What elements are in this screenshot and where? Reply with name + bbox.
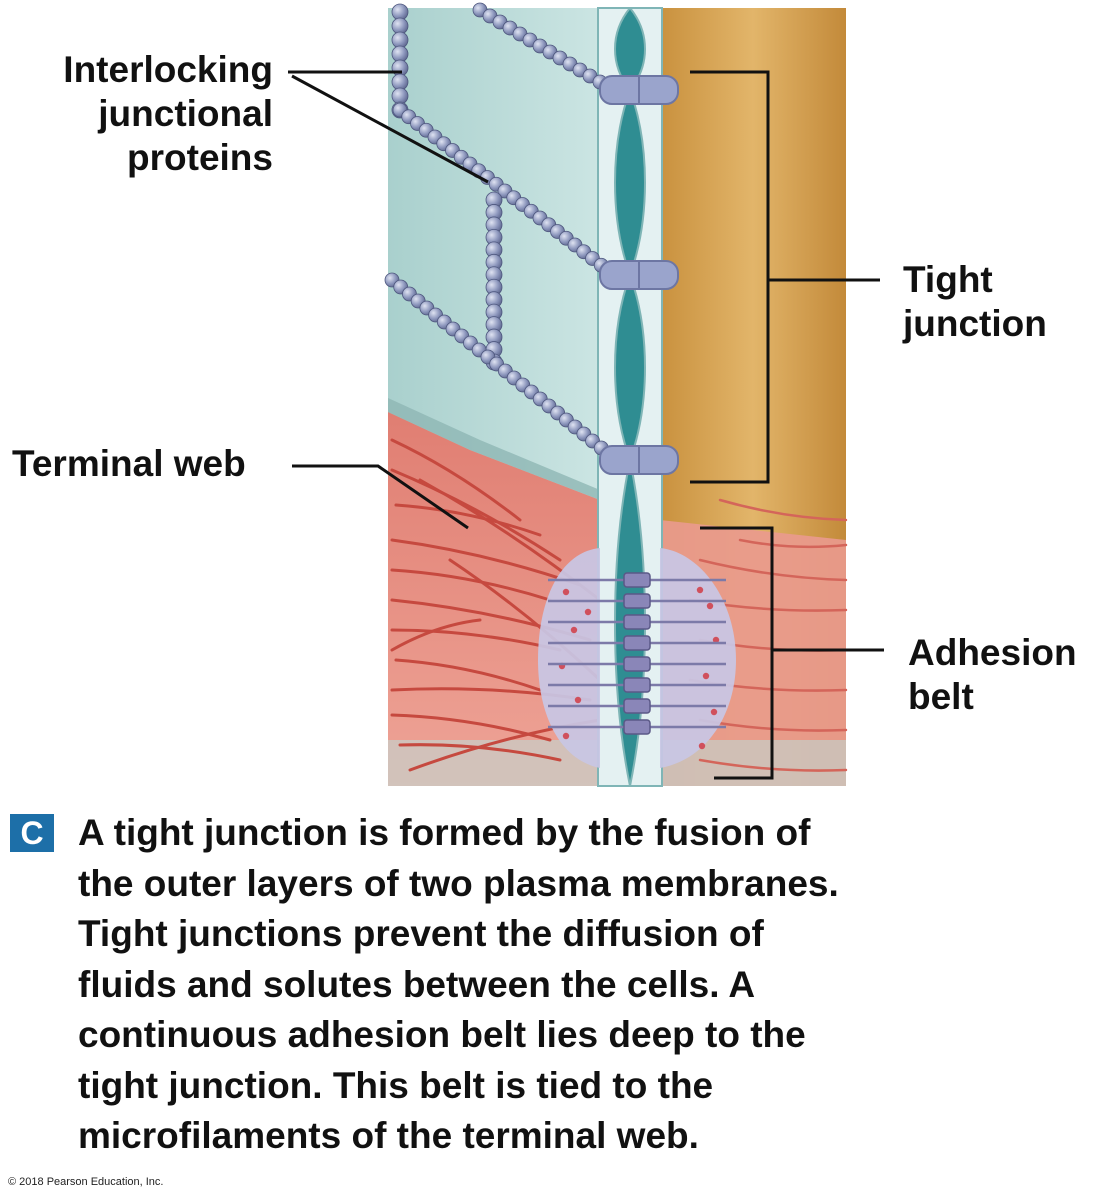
tight-junction-fusion-points bbox=[599, 75, 679, 475]
cam-head bbox=[623, 614, 651, 630]
label-terminal-web: Terminal web bbox=[12, 443, 246, 484]
label-line: junction bbox=[903, 303, 1047, 344]
plaque-dot bbox=[562, 588, 570, 596]
leader-lines bbox=[288, 70, 884, 780]
plaque-dot bbox=[574, 696, 582, 704]
copyright-notice: © 2018 Pearson Education, Inc. bbox=[8, 1176, 164, 1188]
plaque-dot bbox=[584, 608, 592, 616]
bracket-adhesion-belt bbox=[700, 526, 774, 780]
protein-bead bbox=[391, 59, 409, 77]
leader-terminal-web bbox=[292, 464, 469, 530]
microfilament bbox=[390, 618, 482, 652]
cam-head bbox=[623, 635, 651, 651]
caption-line: the outer layers of two plasma membranes… bbox=[78, 862, 839, 904]
caption-line: microfilaments of the terminal web. bbox=[78, 1115, 699, 1156]
cam-head bbox=[623, 719, 651, 735]
plaque-dot bbox=[570, 626, 578, 634]
microfilament bbox=[390, 468, 562, 562]
plaque-dot bbox=[698, 742, 706, 750]
tight-junction-illustration bbox=[288, 2, 884, 787]
microfilament bbox=[394, 503, 542, 537]
cam-head bbox=[623, 572, 651, 588]
protein-bead bbox=[391, 73, 409, 91]
plaque-dot bbox=[702, 672, 710, 680]
junctional-protein-strands bbox=[384, 2, 618, 463]
plaque-dot bbox=[696, 586, 704, 594]
cam-head bbox=[623, 677, 651, 693]
caption-line: fluids and solutes between the cells. A bbox=[78, 963, 756, 1005]
caption-line: tight junction. This belt is tied to the bbox=[78, 1064, 714, 1106]
cam-head bbox=[623, 656, 651, 672]
label-line: proteins bbox=[127, 137, 273, 178]
label-line: Interlocking bbox=[63, 49, 273, 90]
label-adhesion-belt: Adhesion belt bbox=[908, 631, 1077, 719]
label-line: junctional bbox=[98, 93, 273, 134]
microfilament bbox=[390, 438, 522, 522]
label-tight-junction: Tight junction bbox=[903, 258, 1047, 346]
cell-adhesion-molecules bbox=[548, 572, 726, 735]
leader-interlocking-2 bbox=[291, 74, 489, 184]
protein-bead bbox=[391, 87, 409, 105]
cam-head bbox=[623, 593, 651, 609]
label-line: Tight bbox=[903, 259, 993, 300]
plaque-dot bbox=[712, 636, 720, 644]
label-line: belt bbox=[908, 676, 974, 717]
plaque-dots bbox=[558, 586, 720, 750]
bracket-tight-junction bbox=[690, 70, 770, 484]
cam-head bbox=[623, 698, 651, 714]
microfilament bbox=[394, 658, 542, 692]
plaque-dot bbox=[706, 602, 714, 610]
figure-caption: A tight junction is formed by the fusion… bbox=[78, 808, 1108, 1162]
right-plasma-membrane bbox=[627, 7, 663, 787]
caption-line: continuous adhesion belt lies deep to th… bbox=[78, 1014, 806, 1055]
caption-line: Tight junctions prevent the diffusion of bbox=[78, 913, 764, 954]
microfilament bbox=[718, 498, 848, 522]
label-interlocking-junctional-proteins: Interlocking junctional proteins bbox=[63, 48, 273, 180]
plaque-dot bbox=[562, 732, 570, 740]
label-line: Adhesion bbox=[908, 632, 1077, 673]
plaque-dot bbox=[710, 708, 718, 716]
microfilament bbox=[390, 568, 552, 602]
microfilament bbox=[390, 713, 552, 742]
left-plasma-membrane bbox=[597, 7, 633, 787]
protein-bead bbox=[391, 31, 409, 49]
microfilament bbox=[738, 538, 848, 549]
panel-letter-badge: C bbox=[10, 814, 54, 852]
protein-bead bbox=[391, 45, 409, 63]
left-cell-lower-edge bbox=[388, 398, 600, 500]
adhesion-plaque-left bbox=[538, 548, 600, 768]
caption-line: A tight junction is formed by the fusion… bbox=[78, 812, 811, 853]
